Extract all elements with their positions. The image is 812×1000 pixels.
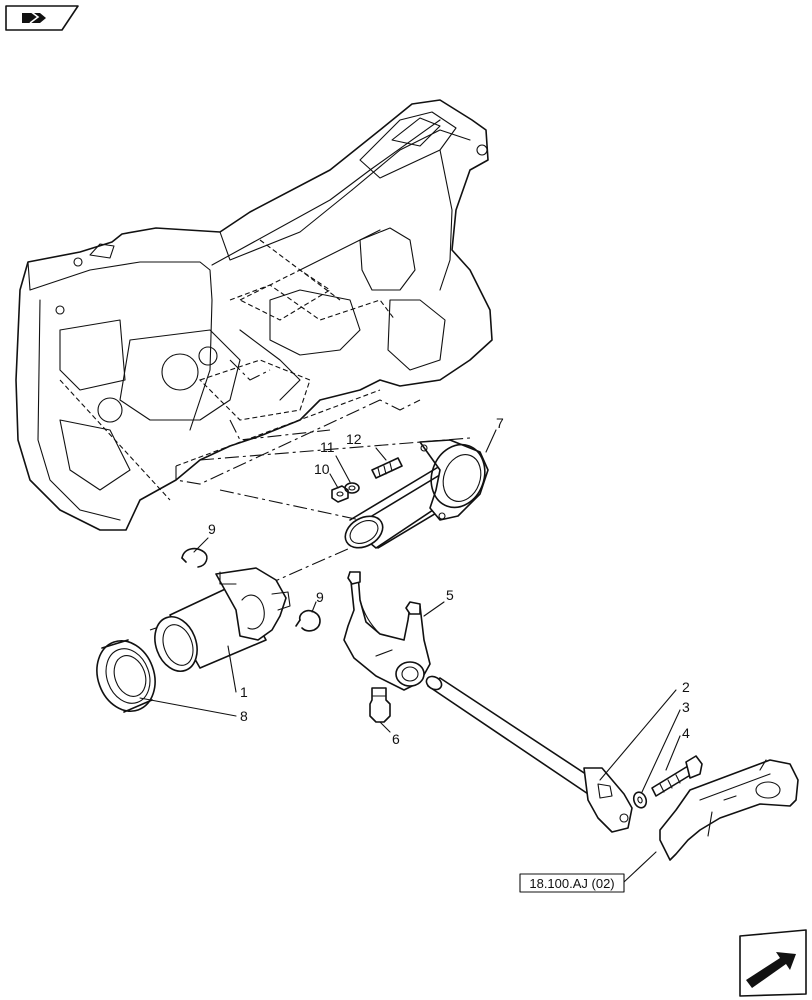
callout-11: 11 xyxy=(320,439,335,455)
book-arrow-icon[interactable] xyxy=(5,5,79,31)
part-4-bolt xyxy=(651,755,703,797)
callout-1: 1 xyxy=(240,684,248,700)
leader-lines xyxy=(139,429,681,883)
callout-6: 6 xyxy=(392,731,400,747)
part-5-shift-fork xyxy=(343,571,431,691)
part-11-washer xyxy=(344,482,360,494)
transmission-housing xyxy=(15,99,493,531)
callout-5: 5 xyxy=(446,587,454,603)
next-page-arrow-icon[interactable] xyxy=(739,929,807,997)
callout-9-lower: 9 xyxy=(316,589,324,605)
part-8-seal-ring xyxy=(96,639,156,713)
shift-lever-arm xyxy=(659,759,799,861)
part-7-guide-sleeve xyxy=(344,439,489,549)
cross-reference-label: 18.100.AJ (02) xyxy=(529,876,614,891)
callout-2: 2 xyxy=(682,679,690,695)
callout-7: 7 xyxy=(496,415,504,431)
part-10-nut xyxy=(331,485,349,503)
part-9-upper-circlip xyxy=(181,547,208,568)
callout-3: 3 xyxy=(682,699,690,715)
callout-12: 12 xyxy=(346,431,362,447)
part-2-shift-rod xyxy=(425,675,633,833)
callout-10: 10 xyxy=(314,461,330,477)
part-6-set-screw xyxy=(369,687,391,723)
callout-labels: 1 2 3 4 5 6 7 8 9 9 10 11 12 xyxy=(208,415,690,747)
callout-4: 4 xyxy=(682,725,690,741)
cross-reference-box[interactable]: 18.100.AJ (02) xyxy=(519,873,625,893)
part-9-lower-circlip xyxy=(295,609,321,632)
assembly-center-lines xyxy=(149,359,471,631)
callout-8: 8 xyxy=(240,708,248,724)
part-1-bearing-sleeve xyxy=(154,567,291,672)
callout-9-upper: 9 xyxy=(208,521,216,537)
part-12-stud xyxy=(371,457,403,479)
part-3-washer xyxy=(632,791,648,809)
